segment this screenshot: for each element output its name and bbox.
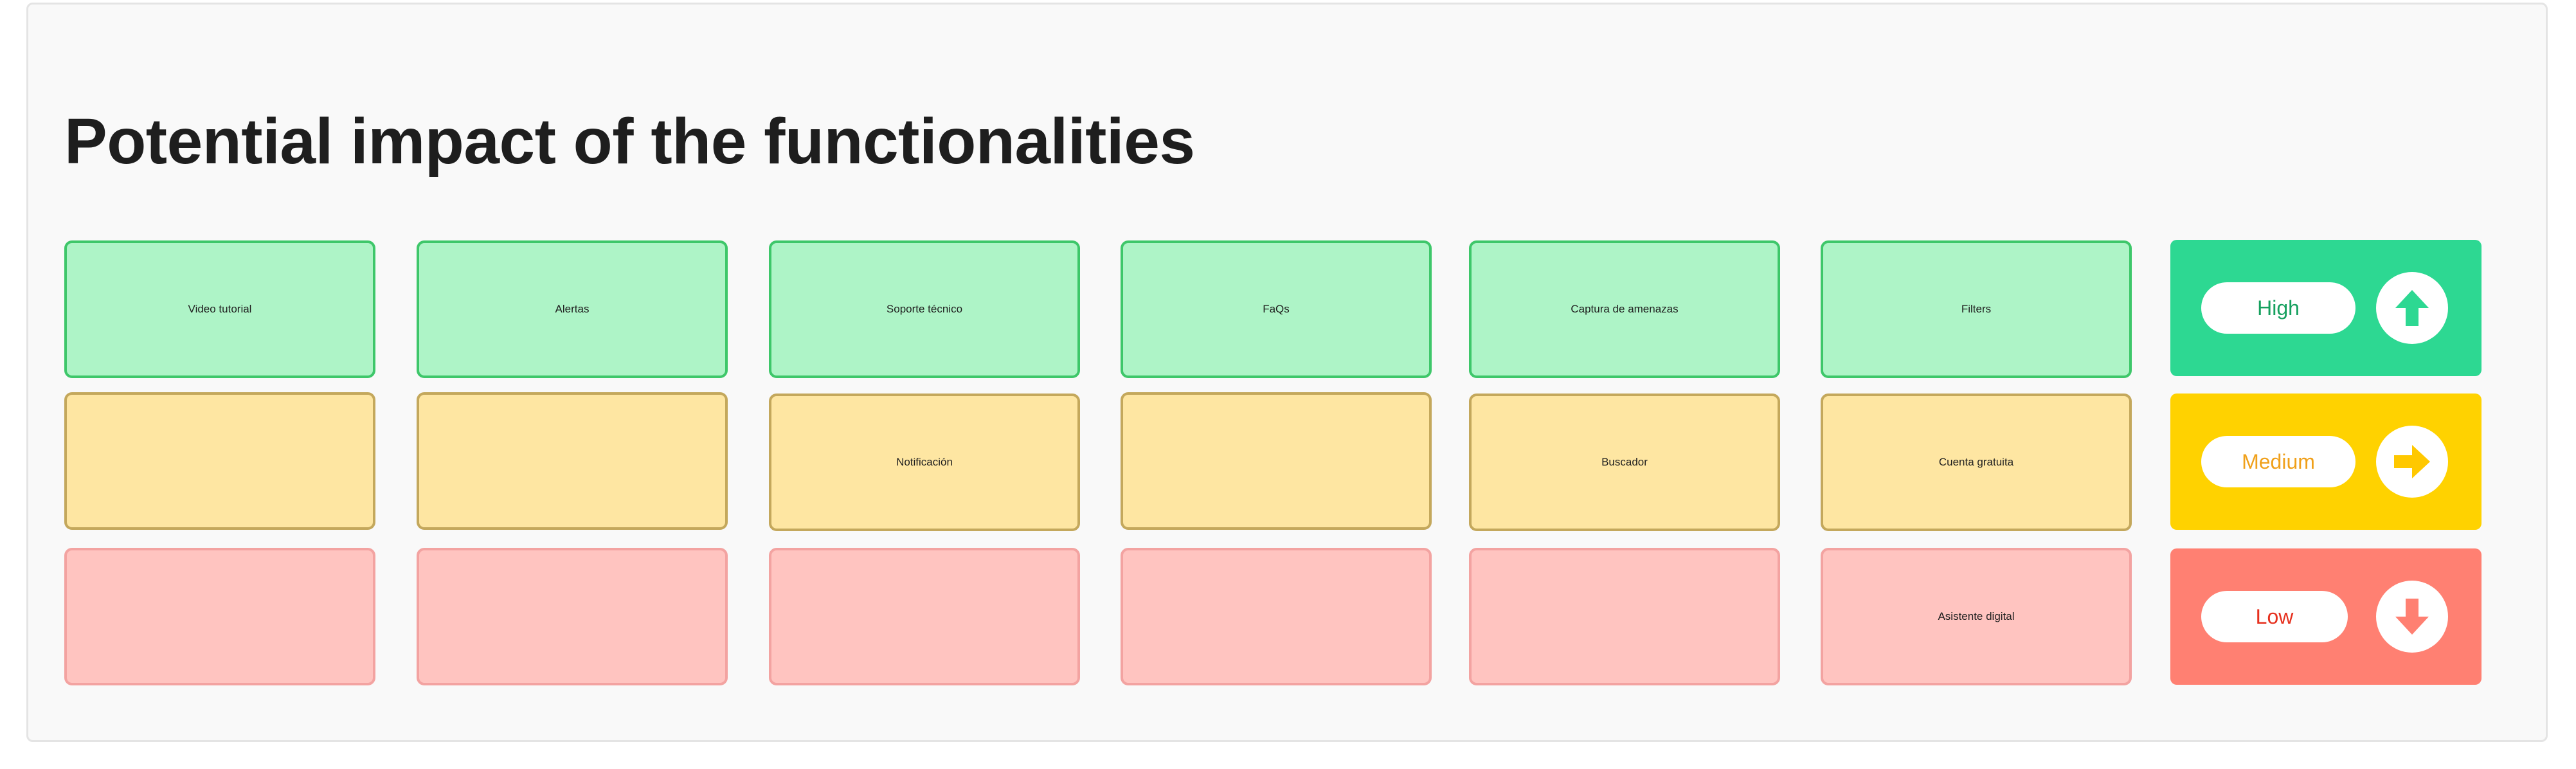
- page-title: Potential impact of the functionalities: [64, 105, 1195, 177]
- arrow-down-icon: [2376, 581, 2448, 653]
- card-high-4[interactable]: FaQs: [1121, 240, 1432, 378]
- arrow-up-icon: [2376, 272, 2448, 344]
- arrow-right-icon: [2376, 426, 2448, 498]
- card-low-3[interactable]: [769, 548, 1080, 685]
- card-low-6[interactable]: Asistente digital: [1821, 548, 2132, 685]
- legend-medium: Medium: [2170, 394, 2481, 530]
- legend-low-label: Low: [2201, 591, 2348, 642]
- card-high-5[interactable]: Captura de amenazas: [1469, 240, 1780, 378]
- card-medium-5[interactable]: Buscador: [1469, 394, 1780, 531]
- card-low-2[interactable]: [417, 548, 728, 685]
- card-low-1[interactable]: [64, 548, 375, 685]
- card-low-4[interactable]: [1121, 548, 1432, 685]
- card-medium-1[interactable]: [64, 392, 375, 530]
- legend-high: High: [2170, 240, 2481, 376]
- card-medium-4[interactable]: [1121, 392, 1432, 530]
- card-medium-2[interactable]: [417, 392, 728, 530]
- card-high-2[interactable]: Alertas: [417, 240, 728, 378]
- card-high-3[interactable]: Soporte técnico: [769, 240, 1080, 378]
- card-medium-6[interactable]: Cuenta gratuita: [1821, 394, 2132, 531]
- legend-low: Low: [2170, 548, 2481, 685]
- card-low-5[interactable]: [1469, 548, 1780, 685]
- legend-medium-label: Medium: [2201, 436, 2355, 487]
- card-medium-3[interactable]: Notificación: [769, 394, 1080, 531]
- card-high-6[interactable]: Filters: [1821, 240, 2132, 378]
- legend-high-label: High: [2201, 282, 2355, 334]
- card-high-1[interactable]: Video tutorial: [64, 240, 375, 378]
